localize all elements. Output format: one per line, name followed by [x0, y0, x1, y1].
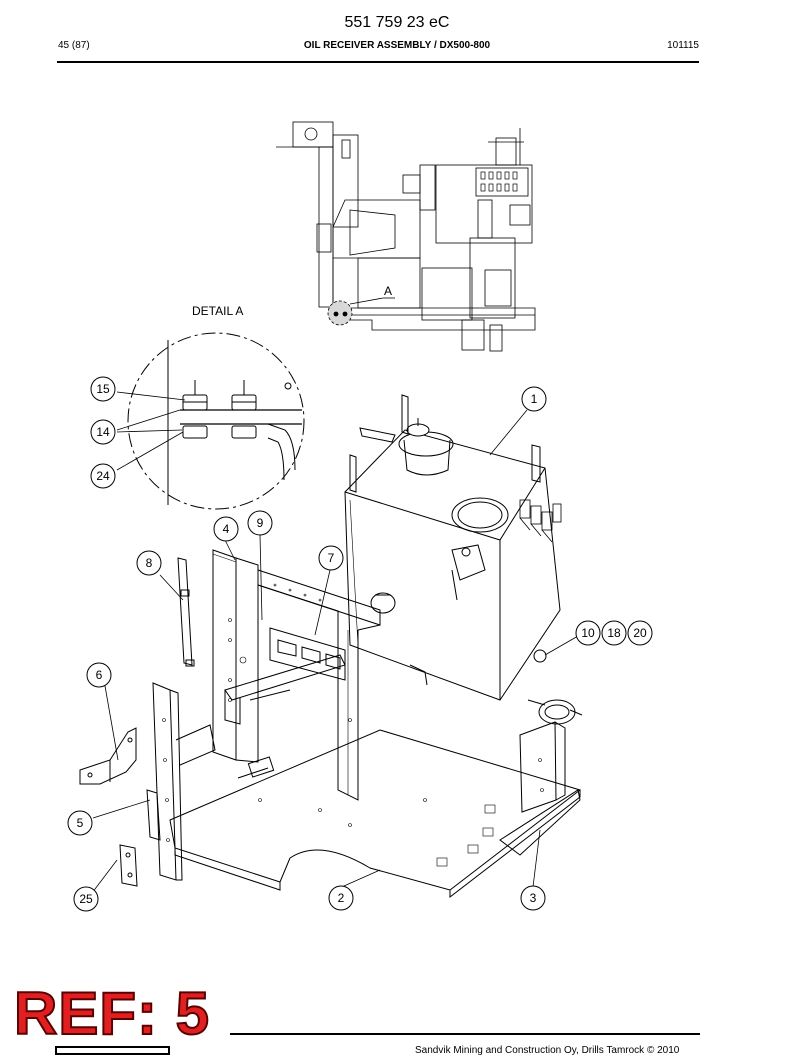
- callout-14: 14: [96, 425, 110, 439]
- main-assembly: [79, 394, 583, 899]
- header-rule: [57, 61, 699, 63]
- callout-7: 7: [328, 551, 335, 565]
- callout-1: 1: [531, 392, 538, 406]
- callout-20: 20: [633, 626, 647, 640]
- overview-drawing: [276, 121, 536, 352]
- company-logo: [55, 1046, 170, 1055]
- detail-marker: A: [384, 284, 392, 298]
- callout-4: 4: [223, 522, 230, 536]
- callout-6: 6: [96, 668, 103, 682]
- page-number: 45 (87): [58, 40, 90, 51]
- callout-8: 8: [146, 556, 153, 570]
- page-title: OIL RECEIVER ASSEMBLY / DX500-800: [303, 40, 491, 51]
- callout-10: 10: [581, 626, 595, 640]
- date-code: 101115: [667, 40, 699, 51]
- callout-labels: 15 14 24 1 4 9 7 8 6 10 18 20 5 25 2 3: [77, 382, 647, 906]
- document-number: 551 759 23 eC: [344, 14, 450, 31]
- callout-3: 3: [530, 891, 537, 905]
- footer-copyright: Sandvik Mining and Construction Oy, Dril…: [415, 1045, 680, 1056]
- callout-9: 9: [257, 516, 264, 530]
- ref-stamp: REF: 5: [13, 980, 211, 1047]
- detail-title: DETAIL A: [192, 304, 243, 318]
- callout-18: 18: [607, 626, 621, 640]
- footer-rule: [230, 1033, 700, 1035]
- callout-15: 15: [96, 382, 110, 396]
- callout-balloons: [67, 376, 653, 912]
- callout-24: 24: [96, 469, 110, 483]
- callout-2: 2: [338, 891, 345, 905]
- callout-5: 5: [77, 816, 84, 830]
- detail-a-view: [127, 332, 305, 510]
- callout-25: 25: [79, 892, 93, 906]
- leader-lines: [91, 391, 579, 894]
